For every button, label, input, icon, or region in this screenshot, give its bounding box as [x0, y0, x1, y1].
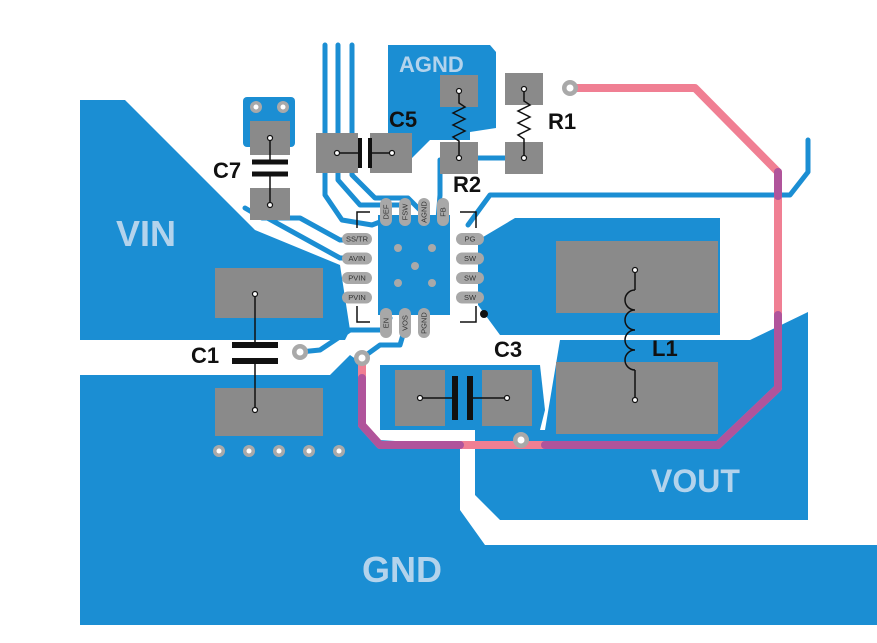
- trace-vout-sense: [465, 137, 811, 228]
- r2-ref-label: R2: [453, 172, 481, 197]
- via-vout: [513, 432, 529, 448]
- r1-symbol: [516, 85, 532, 162]
- ic-pin-label: AGND: [420, 201, 429, 223]
- ic-pin-left-2: AVIN: [342, 252, 372, 265]
- ic-pin-right-3: SW: [456, 272, 484, 284]
- c5-ref-label: C5: [389, 107, 417, 132]
- ic-pin1-marker: [480, 310, 488, 318]
- c5-symbol: [333, 138, 396, 168]
- ic-pin-label: PGND: [420, 312, 429, 334]
- ic-thermal-via: [411, 262, 419, 270]
- ic-pin-left-4: PVIN: [342, 291, 372, 304]
- vias: [213, 80, 578, 457]
- vin-zone-label: VIN: [116, 213, 176, 254]
- ic-pin-label: PVIN: [348, 293, 366, 302]
- c7-symbol: [252, 134, 288, 209]
- bottom-trace-on-copper-2: [541, 311, 782, 449]
- agnd-zone-label: AGND: [399, 52, 464, 77]
- ic-pin-label: EN: [382, 318, 391, 328]
- ic-pins-bottom: EN VOS PGND: [380, 308, 430, 338]
- vout-zone-label: VOUT: [651, 463, 740, 499]
- l1-pad-top: [556, 241, 718, 313]
- ic-pin-top-3: AGND: [418, 198, 430, 226]
- via-r1: [562, 80, 578, 96]
- ic-pin-label: FSW: [401, 203, 410, 221]
- silkscreen: [232, 85, 639, 420]
- ic-thermal-via: [394, 279, 402, 287]
- ic-pin-bottom-3: PGND: [418, 308, 430, 338]
- via-gnd-3: [273, 445, 285, 457]
- ic-thermal-via: [394, 244, 402, 252]
- ic-pin-label: FB: [439, 207, 448, 217]
- ic-pin-label: PG: [465, 235, 476, 244]
- c1-ref-label: C1: [191, 343, 219, 368]
- ic-pin-label: SS/TR: [346, 235, 369, 244]
- ic-outline-tl: [356, 211, 370, 228]
- ic-pin-right-4: SW: [456, 291, 484, 304]
- ic-outline-tr: [460, 211, 477, 228]
- ic-pin-label: DEF: [382, 204, 391, 219]
- via-vos: [354, 350, 370, 366]
- copper-layer: [80, 45, 877, 625]
- r1-ref-label: R1: [548, 109, 576, 134]
- ic-pin-right-2: SW: [456, 252, 484, 265]
- ic-thermal-via: [428, 244, 436, 252]
- l1-symbol: [624, 266, 639, 404]
- ic-pins-top: DEF FSW AGND FB: [380, 198, 449, 226]
- ic-pin-label: PVIN: [348, 274, 366, 283]
- ic-pin-bottom-1: EN: [380, 308, 392, 338]
- via-c7-2: [277, 101, 289, 113]
- ic-pin-label: SW: [464, 293, 477, 302]
- c1-symbol: [232, 290, 278, 414]
- ic-pin-left-3: PVIN: [342, 272, 372, 284]
- c7-ref-label: C7: [213, 158, 241, 183]
- ic-outline-bl: [356, 306, 370, 323]
- ic-pin-bottom-2: VOS: [399, 308, 411, 338]
- trace-agnd-ic: [349, 42, 423, 213]
- l1-ref-label: L1: [652, 336, 678, 361]
- ic-pin-label: SW: [464, 254, 477, 263]
- bottom-trace-on-copper-1: [358, 374, 464, 449]
- via-gnd-4: [303, 445, 315, 457]
- gnd-zone-label: GND: [362, 549, 442, 590]
- c3-ref-label: C3: [494, 337, 522, 362]
- ic-outline-br: [460, 306, 477, 323]
- via-gnd-1: [213, 445, 225, 457]
- c1-pad-bottom: [215, 388, 323, 436]
- bottom-traces: [358, 84, 782, 449]
- c1-pad-top: [215, 268, 323, 318]
- ic-pins-left: SS/TR AVIN PVIN PVIN: [342, 233, 372, 304]
- r2-symbol: [451, 87, 467, 162]
- ic-thermal-via: [428, 279, 436, 287]
- ic-pins-right: PG SW SW SW: [456, 233, 484, 304]
- ic-pin-top-4: FB: [437, 198, 449, 226]
- ic-pin-top-2: FSW: [399, 198, 411, 226]
- ic-pin-top-1: DEF: [380, 198, 392, 226]
- ic-pin-label: VOS: [401, 315, 410, 331]
- via-gnd-5: [333, 445, 345, 457]
- c3-symbol: [416, 376, 511, 420]
- ic-pin-label: AVIN: [349, 254, 366, 263]
- via-gnd-2: [243, 445, 255, 457]
- ic-pin-left-1: SS/TR: [342, 233, 372, 245]
- ic-pin-right-1: PG: [456, 233, 484, 245]
- via-c7-1: [250, 101, 262, 113]
- ic-pin-label: SW: [464, 274, 477, 283]
- via-en: [292, 344, 308, 360]
